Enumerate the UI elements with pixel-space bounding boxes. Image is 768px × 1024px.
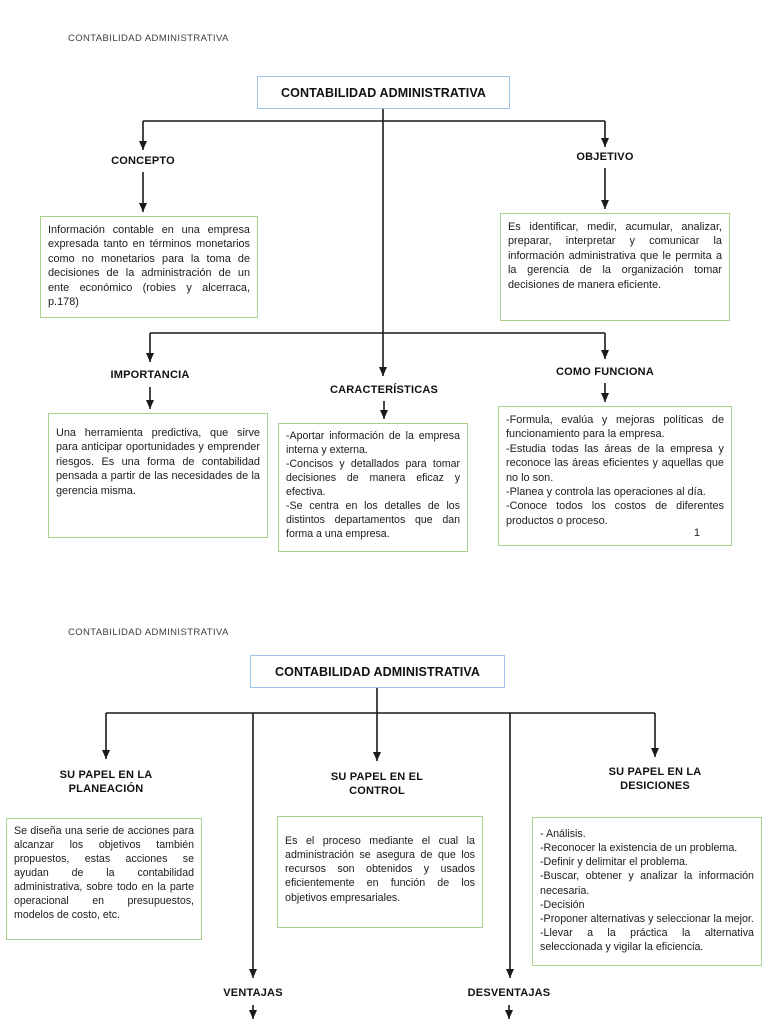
page2-root-node: CONTABILIDAD ADMINISTRATIVA <box>250 655 505 688</box>
concepto-text: Información contable en una empresa expr… <box>48 224 250 308</box>
node-label-como-funciona: COMO FUNCIONA <box>556 366 654 378</box>
node-box-planeacion: Se diseña una serie de acciones para alc… <box>6 818 202 940</box>
node-box-importancia: Una herramienta predictiva, que sirve pa… <box>48 413 268 538</box>
node-label-importancia: IMPORTANCIA <box>110 369 190 381</box>
node-label-control: SU PAPEL EN EL CONTROL <box>330 771 424 797</box>
page2-header: CONTABILIDAD ADMINISTRATIVA <box>68 627 229 638</box>
node-box-desiciones: - Análisis. -Reconocer la existencia de … <box>532 817 762 966</box>
como-funciona-text: -Formula, evalúa y mejoras políticas de … <box>506 414 724 527</box>
node-box-concepto: Información contable en una empresa expr… <box>40 216 258 318</box>
node-label-planeacion: SU PAPEL EN LA PLANEACIÓN <box>59 769 153 795</box>
importancia-text: Una herramienta predictiva, que sirve pa… <box>56 427 260 497</box>
node-label-desiciones: SU PAPEL EN LA DESICIONES <box>608 766 702 792</box>
objetivo-text: Es identificar, medir, acumular, analiza… <box>508 221 722 291</box>
caracteristicas-text: -Aportar información de la empresa inter… <box>286 430 460 540</box>
node-box-caracteristicas: -Aportar información de la empresa inter… <box>278 423 468 552</box>
page1-header: CONTABILIDAD ADMINISTRATIVA <box>68 33 229 44</box>
planeacion-text: Se diseña una serie de acciones para alc… <box>14 825 194 921</box>
control-text: Es el proceso mediante el cual la admini… <box>285 835 475 904</box>
node-label-desventajas: DESVENTAJAS <box>467 987 551 999</box>
page1-root-node: CONTABILIDAD ADMINISTRATIVA <box>257 76 510 109</box>
node-label-caracteristicas: CARACTERÍSTICAS <box>329 384 439 396</box>
node-box-control: Es el proceso mediante el cual la admini… <box>277 816 483 928</box>
page-number: 1 <box>693 527 700 539</box>
node-box-objetivo: Es identificar, medir, acumular, analiza… <box>500 213 730 321</box>
node-label-objetivo: OBJETIVO <box>576 151 634 163</box>
node-box-como-funciona: -Formula, evalúa y mejoras políticas de … <box>498 406 732 546</box>
node-label-ventajas: VENTAJAS <box>223 987 283 999</box>
node-label-concepto: CONCEPTO <box>111 155 175 167</box>
desiciones-text: - Análisis. -Reconocer la existencia de … <box>540 828 754 953</box>
